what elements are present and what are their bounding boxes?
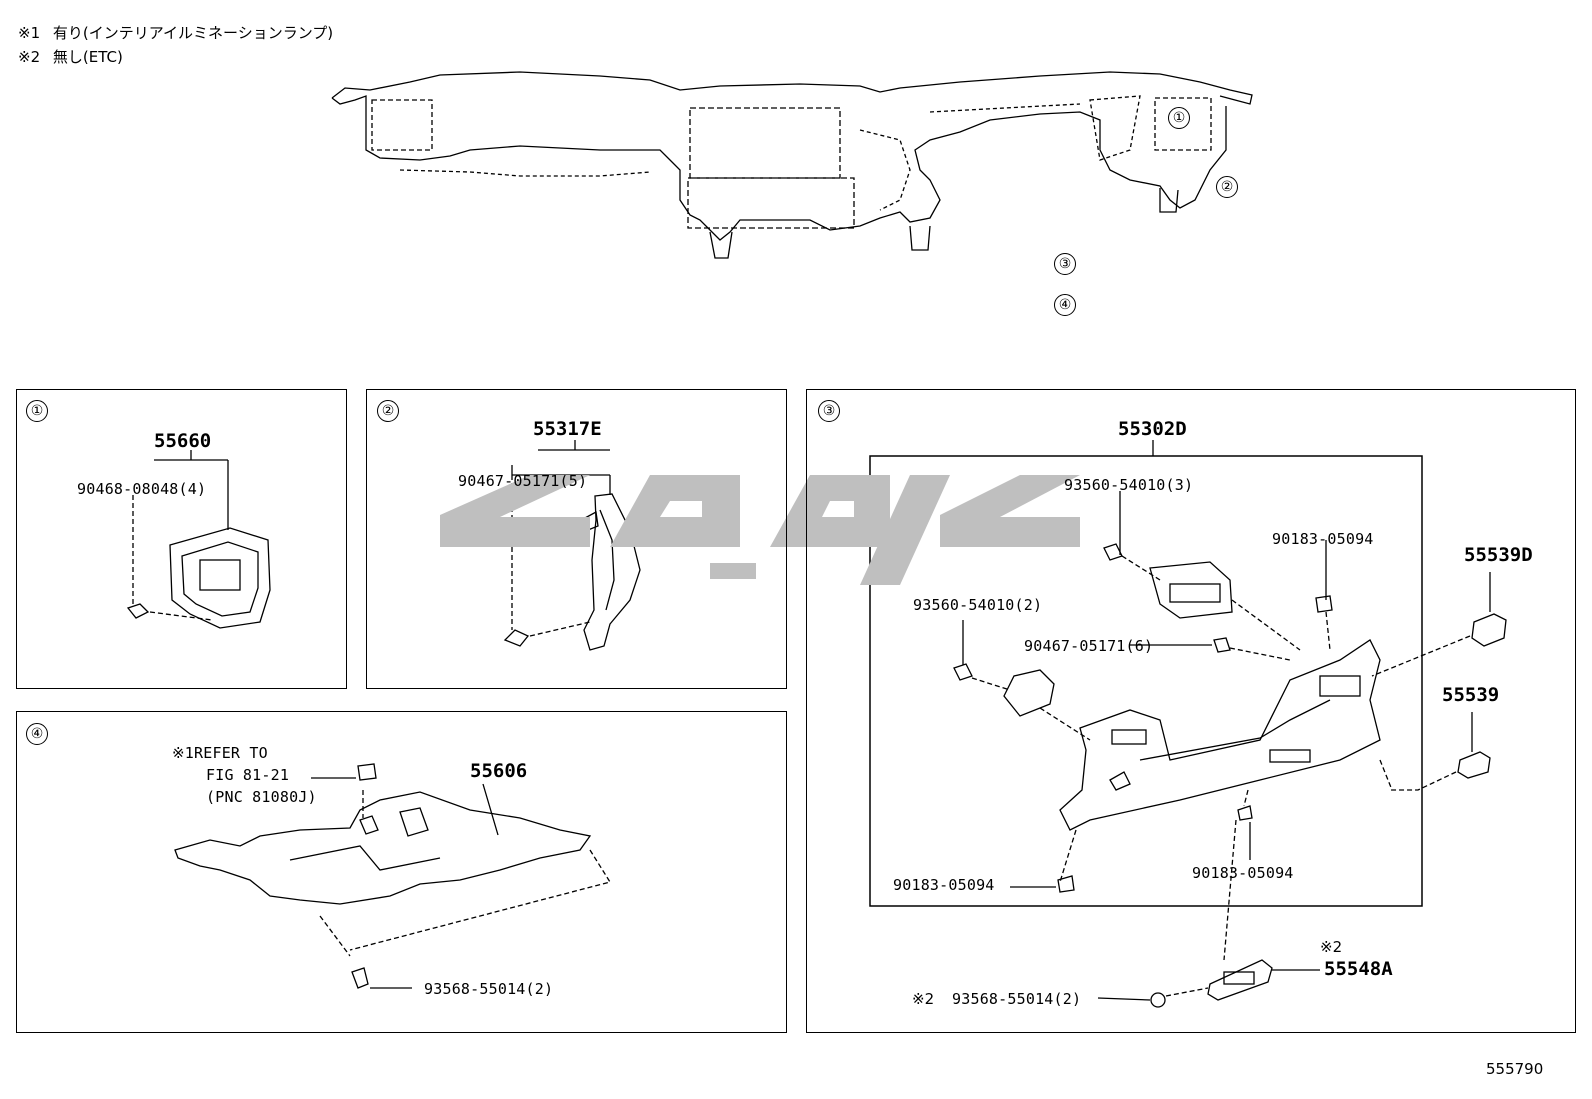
- p3-etc-screw-note: ※2: [912, 990, 935, 1008]
- panel-2: [366, 389, 787, 689]
- note-1-text: 有り(インテリアイルミネーションランプ): [52, 24, 334, 42]
- part-55606-drawing: [174, 763, 612, 989]
- p3-clip-right-top-label: 90183-05094: [1272, 530, 1374, 548]
- p1-fastener-label: 90468-08048(4): [77, 480, 207, 498]
- p3-clip-bottom-mid-label: 90183-05094: [1192, 864, 1294, 882]
- panel-4: [16, 711, 787, 1033]
- part-55660-drawing: [126, 450, 271, 629]
- p4-ref-line2: FIG 81-21: [206, 766, 290, 784]
- p4-main-part-label: 55606: [470, 760, 528, 782]
- assembly-55302D-box: [869, 455, 1423, 907]
- overview-callout-1: ①: [1168, 107, 1190, 129]
- p1-main-part-label: 55660: [154, 430, 212, 452]
- panel-4-number: ④: [26, 723, 48, 745]
- note-2: ※2 無し(ETC): [18, 46, 123, 67]
- watermark-logo: [440, 475, 1080, 585]
- p4-ref-note: ※1: [172, 744, 194, 762]
- p3-etc-part-label: 55548A: [1324, 958, 1393, 980]
- p3-etc-note: ※2: [1320, 938, 1343, 956]
- note-1: ※1 有り(インテリアイルミネーションランプ): [18, 22, 333, 43]
- part-55302D-drawing: [953, 440, 1507, 1008]
- p3-clip-mid-label: 90467-05171(6): [1024, 637, 1154, 655]
- p2-main-part-label: 55317E: [533, 418, 602, 440]
- p3-screw-left-label: 93560-54010(2): [913, 596, 1043, 614]
- p3-cover-d-label: 55539D: [1464, 544, 1533, 566]
- figure-id: 555790: [1486, 1060, 1544, 1078]
- p4-ref-text-1: REFER TO: [194, 744, 268, 762]
- overview-callout-2: ②: [1216, 176, 1238, 198]
- p3-screw-top-label: 93560-54010(3): [1064, 476, 1194, 494]
- p2-fastener-label: 90467-05171(5): [458, 472, 588, 490]
- p4-ref-line1: ※1REFER TO: [172, 744, 268, 762]
- p3-assembly-label: 55302D: [1118, 418, 1187, 440]
- dashboard-overview: [331, 71, 1253, 259]
- p4-ref-line3: (PNC 81080J): [206, 788, 317, 806]
- note-1-mark: ※1: [18, 24, 41, 42]
- overview-callout-4: ④: [1054, 294, 1076, 316]
- panel-2-number: ②: [377, 400, 399, 422]
- panel-3-number: ③: [818, 400, 840, 422]
- panel-1-number: ①: [26, 400, 48, 422]
- p3-cover-label: 55539: [1442, 684, 1500, 706]
- overview-callout-3: ③: [1054, 253, 1076, 275]
- panel-1: [16, 389, 347, 689]
- p3-etc-screw-label: 93568-55014(2): [952, 990, 1082, 1008]
- panel-3: [806, 389, 1576, 1033]
- note-2-mark: ※2: [18, 48, 41, 66]
- p4-screw-label: 93568-55014(2): [424, 980, 554, 998]
- p3-clip-bottom-left-label: 90183-05094: [893, 876, 995, 894]
- note-2-text: 無し(ETC): [52, 48, 123, 66]
